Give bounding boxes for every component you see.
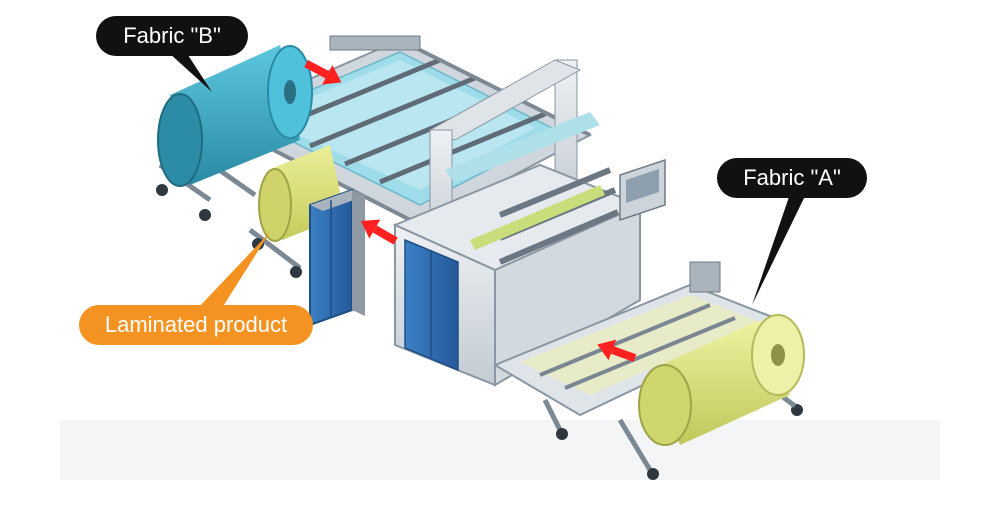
fabric-b-label: Fabric "B" — [96, 16, 248, 56]
arrow-fabric-b-flow — [304, 60, 342, 85]
lower-feed-table — [492, 261, 803, 480]
fabric-a-roll — [638, 314, 805, 446]
laminated-pointer — [198, 232, 270, 308]
fabric-b-roll — [156, 45, 313, 221]
fabric-a-pointer — [752, 194, 806, 305]
laminated-product-label: Laminated product — [79, 305, 313, 345]
laminated-roll — [248, 145, 345, 278]
arrow-laminated-flow — [360, 219, 398, 245]
floor-shade — [60, 420, 940, 480]
fabric-a-label: Fabric "A" — [717, 158, 867, 198]
main-laminator-body — [392, 59, 666, 387]
fabric-b-pointer — [168, 52, 212, 92]
red-arrow-icon — [304, 60, 637, 362]
control-panel-screen-icon — [619, 158, 666, 222]
left-control-cabinet — [309, 188, 365, 327]
arrow-fabric-a-flow — [597, 339, 637, 362]
